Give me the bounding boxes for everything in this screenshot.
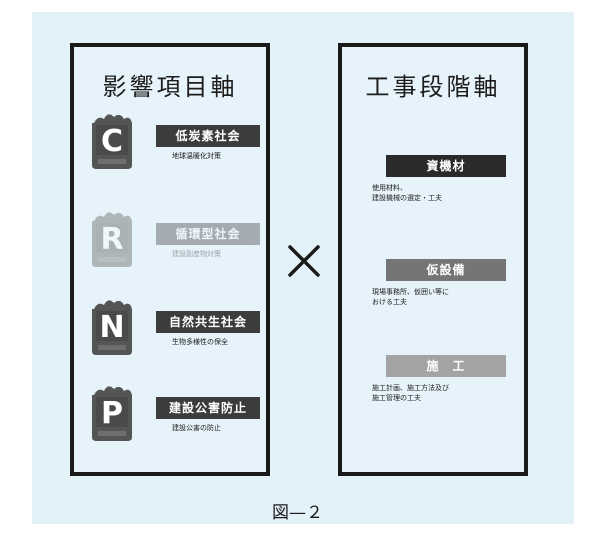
- multiply-icon: [286, 243, 322, 279]
- construction-stage-axis-title: 工事段階軸: [365, 73, 501, 101]
- badge-letter: R: [100, 222, 123, 257]
- stage-caption-2: 現場事務所、仮囲い等に おける工夫: [372, 288, 449, 306]
- stage-label-3: 施 工: [386, 355, 506, 377]
- badge-p-icon: P: [88, 381, 136, 443]
- badge-r-icon: R: [88, 207, 136, 269]
- construction-stage-axis-box: 工事段階軸 資機材使用材料、 建設機械の選定・工夫仮設備現場事務所、仮囲い等に …: [338, 43, 528, 476]
- impact-item-label: 循環型社会: [156, 223, 260, 245]
- stage-caption-3: 施工計画、施工方法及び 施工管理の工夫: [372, 384, 449, 402]
- impact-item-caption: 建設公害の防止: [172, 424, 221, 432]
- badge-letter: N: [99, 310, 124, 345]
- badge-letter: C: [101, 124, 123, 159]
- impact-item-label: 建設公害防止: [156, 397, 260, 419]
- impact-item-caption: 生物多様性の保全: [172, 338, 228, 346]
- badge-n-icon: N: [88, 295, 136, 357]
- impact-item-r: R 循環型社会建設副産物対策: [88, 205, 266, 275]
- stage-label-2: 仮設備: [386, 259, 506, 281]
- stage-label-1: 資機材: [386, 155, 506, 177]
- impact-item-label: 自然共生社会: [156, 311, 260, 333]
- impact-item-p: P 建設公害防止建設公害の防止: [88, 379, 266, 449]
- impact-item-caption: 地球温暖化対策: [172, 152, 221, 160]
- impact-item-n: N 自然共生社会生物多様性の保全: [88, 293, 266, 363]
- impact-item-label: 低炭素社会: [156, 125, 260, 147]
- impact-axis-title: 影響項目軸: [102, 73, 238, 101]
- stage-caption-1: 使用材料、 建設機械の選定・工夫: [372, 184, 442, 202]
- impact-item-caption: 建設副産物対策: [172, 250, 221, 258]
- impact-item-c: C 低炭素社会地球温暖化対策: [88, 107, 266, 177]
- impact-axis-box: 影響項目軸 C 低炭素社会地球温暖化対策 R 循環型社会建設副産物対策 N 自然共生社会生…: [70, 43, 270, 476]
- figure-caption: 図—２: [272, 503, 323, 523]
- badge-c-icon: C: [88, 109, 136, 171]
- badge-letter: P: [101, 396, 123, 431]
